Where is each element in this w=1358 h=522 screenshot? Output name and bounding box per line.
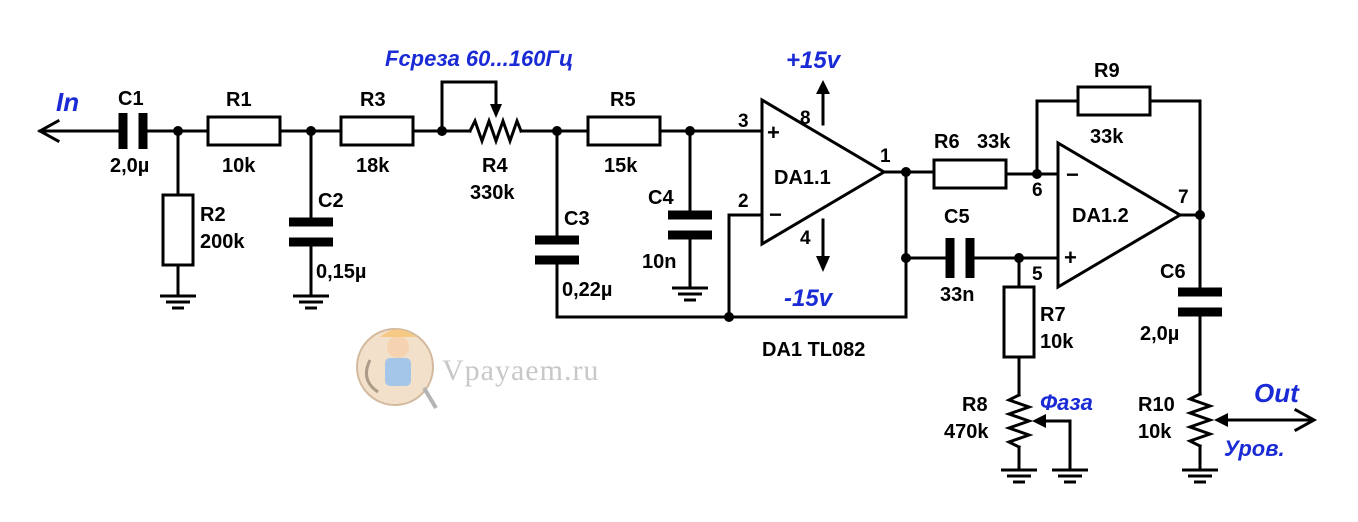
da1-2-label: DA1.2 bbox=[1072, 205, 1129, 227]
supply-positive-label: +15v bbox=[786, 47, 842, 74]
r10-value: 10k bbox=[1138, 421, 1172, 443]
capacitor-c5 bbox=[945, 238, 975, 278]
r1-value: 10k bbox=[222, 155, 256, 177]
resistor-r7 bbox=[1002, 285, 1036, 359]
capacitor-c2 bbox=[289, 217, 333, 247]
da1-1-label: DA1.1 bbox=[774, 167, 831, 189]
resistor-r5 bbox=[586, 115, 662, 147]
svg-text:−: − bbox=[1066, 162, 1079, 187]
pin-6: 6 bbox=[1032, 180, 1043, 201]
r8-ref: R8 bbox=[962, 394, 988, 416]
resistor-r9 bbox=[1076, 85, 1152, 117]
r6-ref: R6 bbox=[934, 131, 960, 153]
c4-value: 10n bbox=[642, 251, 676, 273]
ground-c4-icon bbox=[672, 286, 708, 302]
pin-3: 3 bbox=[738, 111, 749, 132]
supply-negative-label: -15v bbox=[784, 285, 834, 312]
resistor-r2 bbox=[161, 193, 195, 267]
r5-ref: R5 bbox=[610, 89, 636, 111]
r7-ref: R7 bbox=[1040, 304, 1066, 326]
r2-value: 200k bbox=[200, 231, 245, 253]
r10-ref: R10 bbox=[1138, 394, 1175, 416]
ground-r10-icon bbox=[1182, 468, 1218, 484]
resistor-r1 bbox=[206, 115, 282, 147]
c5-ref: C5 bbox=[944, 206, 970, 228]
watermark-text: Vpayaem.ru bbox=[442, 354, 599, 387]
c6-value: 2,0µ bbox=[1140, 323, 1179, 345]
c1-ref: C1 bbox=[118, 88, 144, 110]
capacitor-c3 bbox=[535, 235, 579, 265]
r3-ref: R3 bbox=[360, 89, 386, 111]
r5-value: 15k bbox=[604, 155, 638, 177]
c5-value: 33n bbox=[940, 284, 974, 306]
svg-text:+: + bbox=[767, 120, 780, 145]
resistor-r3 bbox=[339, 115, 415, 147]
opamp-da1-2 bbox=[1056, 140, 1183, 290]
r8-value: 470k bbox=[944, 421, 989, 443]
potentiometer-r8 bbox=[1004, 392, 1072, 472]
capacitor-c4 bbox=[668, 210, 712, 240]
r7-value: 10k bbox=[1040, 331, 1074, 353]
phase-control-label: Фаза bbox=[1040, 390, 1093, 415]
ground-c2-icon bbox=[293, 294, 329, 310]
c4-ref: C4 bbox=[648, 187, 674, 209]
supply-negative-arrow-icon bbox=[816, 218, 830, 272]
level-control-label: Уров. bbox=[1224, 436, 1285, 461]
potentiometer-r10 bbox=[1185, 391, 1215, 472]
ground-r2-icon bbox=[160, 294, 196, 310]
c1-value: 2,0µ bbox=[110, 155, 149, 177]
ground-r8-wiper-icon bbox=[1052, 468, 1088, 484]
c2-ref: C2 bbox=[318, 190, 344, 212]
c6-ref: C6 bbox=[1160, 261, 1186, 283]
pin-2: 2 bbox=[738, 191, 749, 212]
pin-4: 4 bbox=[800, 228, 811, 249]
r9-value: 33k bbox=[1090, 126, 1124, 148]
capacitor-c6 bbox=[1178, 287, 1222, 317]
pin-5: 5 bbox=[1032, 264, 1043, 285]
svg-text:+: + bbox=[1064, 245, 1077, 270]
r3-value: 18k bbox=[356, 155, 390, 177]
r9-ref: R9 bbox=[1094, 60, 1120, 82]
c2-value: 0,15µ bbox=[316, 261, 366, 283]
c3-ref: C3 bbox=[564, 208, 590, 230]
watermark-logo-icon bbox=[356, 328, 438, 410]
input-label: In bbox=[56, 87, 79, 117]
cutoff-frequency-title: Fсреза 60...160Гц bbox=[385, 46, 573, 71]
potentiometer-r4 bbox=[440, 80, 523, 146]
output-label: Out bbox=[1254, 378, 1300, 408]
c3-value: 0,22µ bbox=[562, 279, 612, 301]
r1-ref: R1 bbox=[226, 89, 252, 111]
opamp-da1-1 bbox=[760, 97, 887, 247]
ground-r8-icon bbox=[1001, 468, 1037, 484]
supply-positive-arrow-icon bbox=[816, 80, 830, 126]
ic-label: DA1 TL082 bbox=[762, 339, 865, 361]
output-arrow-icon bbox=[1214, 407, 1318, 433]
pin-8: 8 bbox=[800, 108, 811, 129]
r4-value: 330k bbox=[470, 182, 515, 204]
r6-value: 33k bbox=[977, 131, 1011, 153]
input-arrow-icon bbox=[36, 118, 120, 144]
pin-1: 1 bbox=[880, 146, 891, 167]
pin-7: 7 bbox=[1178, 187, 1189, 208]
svg-text:−: − bbox=[769, 202, 782, 227]
capacitor-c1 bbox=[118, 113, 148, 149]
r4-ref: R4 bbox=[482, 155, 508, 177]
resistor-r6 bbox=[932, 158, 1008, 190]
r2-ref: R2 bbox=[200, 204, 226, 226]
